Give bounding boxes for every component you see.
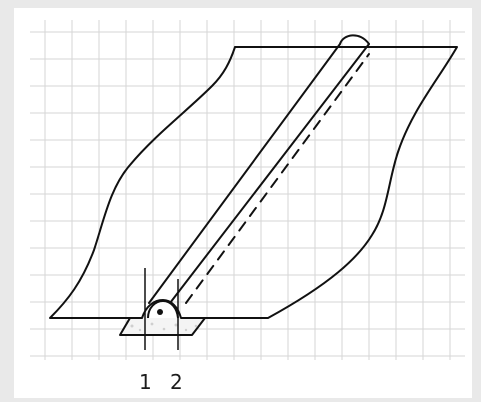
rod-back-edge (169, 43, 370, 304)
rod-front-edge (148, 43, 341, 304)
drawing-paper (14, 8, 472, 398)
weld-speckle (130, 322, 198, 332)
rod-hidden-line (185, 53, 370, 304)
marker-label-1: 1 (139, 370, 152, 394)
weld-center-dot (157, 309, 163, 315)
grid (30, 20, 465, 360)
marker-label-2: 2 (170, 370, 183, 394)
weld-dome (147, 299, 179, 319)
plate-outline (49, 46, 458, 319)
rod-top-end (339, 34, 370, 45)
